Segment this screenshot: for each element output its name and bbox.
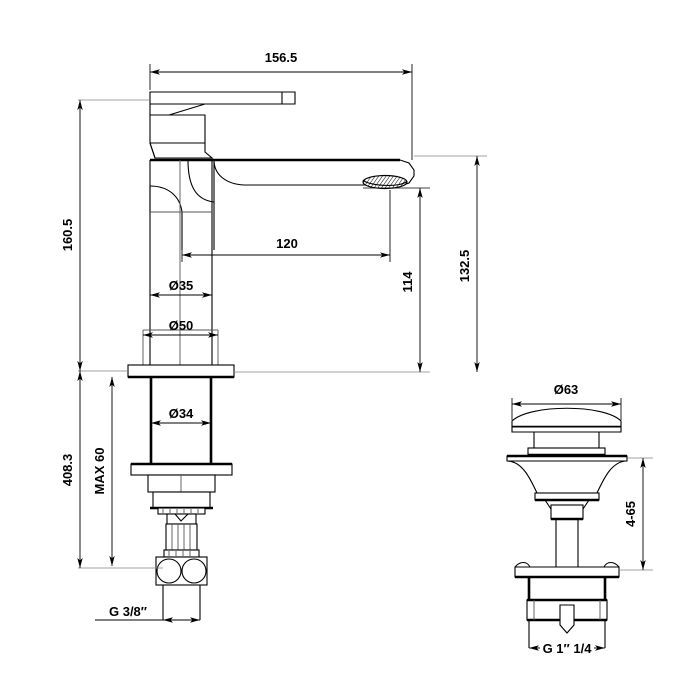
dimension-overall-width: 156.5 xyxy=(149,50,413,160)
dimension-body-height: 160.5 xyxy=(60,99,150,372)
waste-center-pin xyxy=(559,604,575,634)
dimension-label-g-1-1-4: G 1″ 1/4 xyxy=(543,641,593,656)
dimension-max-thickness: MAX 60 xyxy=(92,377,115,566)
dimension-label-120: 120 xyxy=(276,236,298,251)
dimension-label-4-65: 4-65 xyxy=(623,501,638,527)
faucet-hose-connector xyxy=(155,556,208,620)
dimension-label-max-60: MAX 60 xyxy=(92,448,107,495)
waste-mid-flange xyxy=(514,561,620,579)
faucet-threaded-nipple xyxy=(163,513,200,558)
dimension-label-156-5: 156.5 xyxy=(265,50,298,65)
dimension-label-408-3: 408.3 xyxy=(60,454,75,487)
faucet-spout xyxy=(149,158,415,250)
faucet-geometry xyxy=(127,91,415,620)
dimension-outlet-height: 114 xyxy=(234,187,430,373)
dimension-spout-top-height: 132.5 xyxy=(414,155,487,372)
waste-thread-outline xyxy=(528,620,606,648)
waste-dimensions: Ø63 4-65 G 1″ 1/4 xyxy=(511,382,653,656)
waste-stem xyxy=(555,519,579,568)
faucet-base-flange xyxy=(127,364,235,379)
dimension-outlet-thread: G 1″ 1/4 xyxy=(529,641,605,656)
dimension-label-132-5: 132.5 xyxy=(457,250,472,283)
dimension-connection-thread: G 3/8″ xyxy=(95,604,200,623)
dimension-total-height: 408.3 xyxy=(60,371,163,569)
dimension-shank-diameter: Ø34 xyxy=(151,406,211,426)
dimension-height-range: 4-65 xyxy=(619,457,653,571)
dimension-label-160-5: 160.5 xyxy=(60,219,75,252)
faucet-mounting-washer xyxy=(130,462,233,476)
dimension-label-d50: Ø50 xyxy=(169,318,194,333)
dimension-body-diameter: Ø35 xyxy=(150,278,212,298)
faucet-aerator xyxy=(362,174,408,190)
dimension-label-d63: Ø63 xyxy=(554,382,579,397)
dimension-label-114: 114 xyxy=(400,271,415,293)
dimension-label-g-3-8: G 3/8″ xyxy=(109,604,147,619)
waste-under-collar xyxy=(534,492,600,521)
dimension-label-d34: Ø34 xyxy=(169,406,194,421)
waste-funnel xyxy=(506,454,628,494)
dimension-label-d35: Ø35 xyxy=(169,278,194,293)
faucet-handle-housing xyxy=(149,114,214,159)
dimension-spout-reach: 120 xyxy=(181,190,391,262)
faucet-lock-nut xyxy=(147,474,216,515)
waste-cap xyxy=(511,407,622,433)
faucet-dimensions: 156.5 120 160.5 408.3 MAX 60 xyxy=(60,50,487,623)
waste-geometry xyxy=(506,407,628,648)
dimension-base-diameter: Ø50 xyxy=(143,318,218,338)
dimension-cap-diameter: Ø63 xyxy=(511,382,622,420)
